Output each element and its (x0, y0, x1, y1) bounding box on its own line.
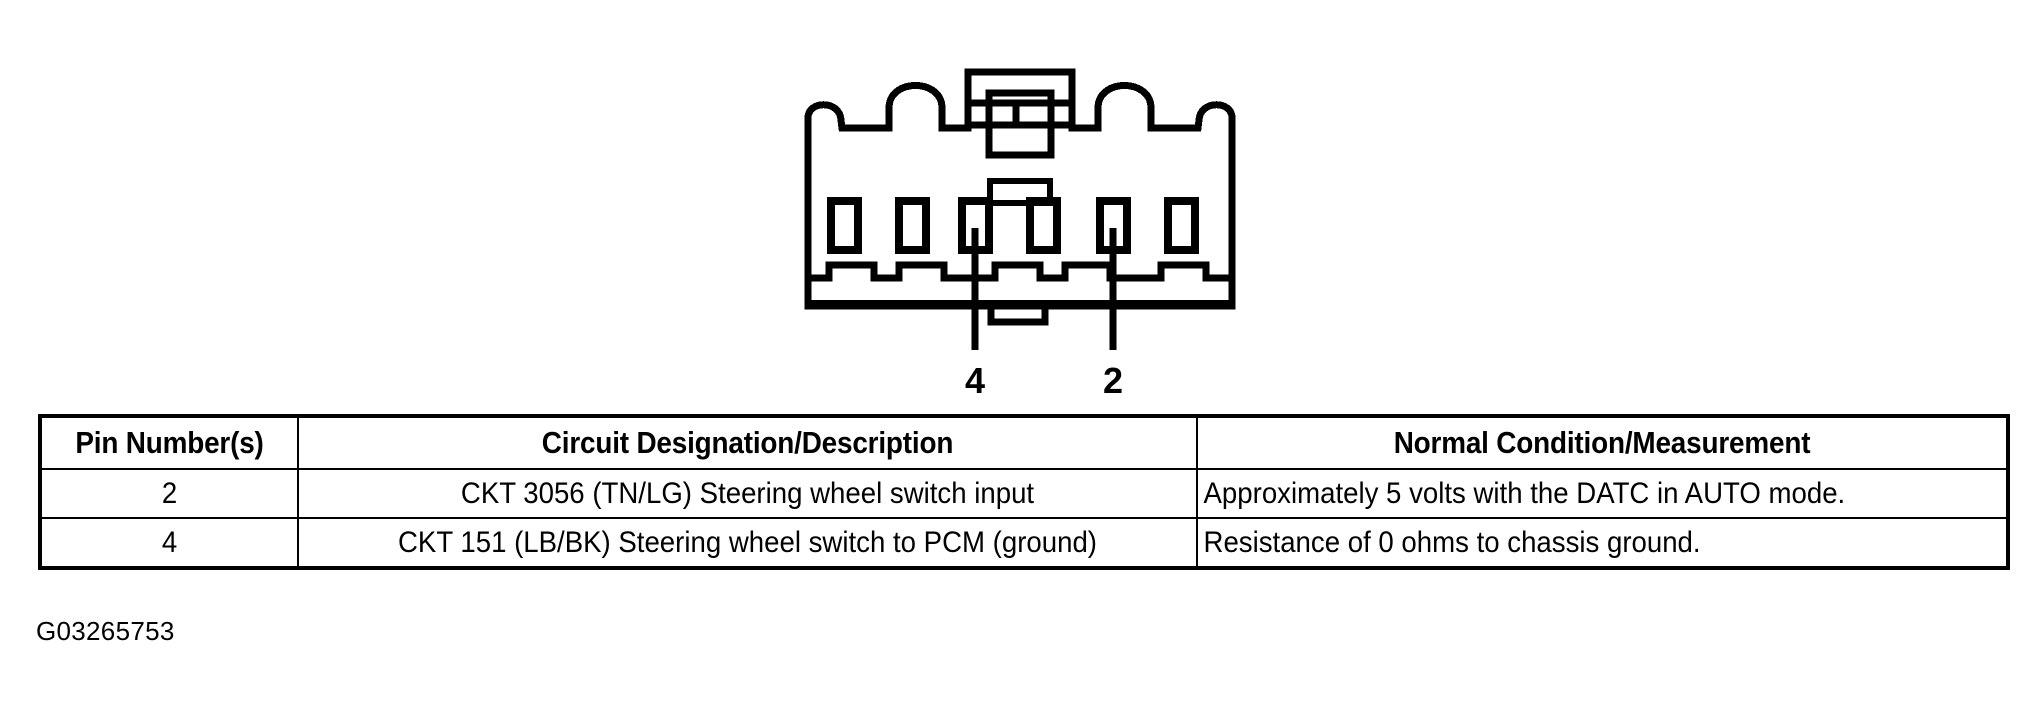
cell-normal-condition: Approximately 5 volts with the DATC in A… (1196, 468, 2010, 519)
connector-figure: 4 2 (804, 68, 1236, 401)
connector-latch (968, 89, 1072, 159)
connector-base-step (808, 261, 1232, 282)
column-header-normal-condition: Normal Condition/Measurement (1196, 414, 2010, 470)
terminal-cavity-1 (827, 197, 862, 254)
figure-id-caption: G03265753 (36, 616, 175, 646)
pin-table: Pin Number(s) Circuit Designation/Descri… (38, 414, 2010, 570)
terminal-cavity-2 (895, 197, 930, 254)
terminal-cavity-4 (1026, 197, 1061, 254)
cell-pin-number: 4 (38, 517, 299, 570)
column-header-circuit-designation: Circuit Designation/Description (297, 414, 1198, 470)
connector-latch-foot (987, 178, 1053, 206)
table-header-row: Pin Number(s) Circuit Designation/Descri… (38, 414, 2010, 470)
column-header-pin-number: Pin Number(s) (38, 414, 299, 470)
connector-bottom-rail (808, 300, 1232, 307)
cell-circuit-designation: CKT 151 (LB/BK) Steering wheel switch to… (297, 517, 1198, 570)
pin-table-container: Pin Number(s) Circuit Designation/Descri… (38, 414, 2010, 570)
terminal-cavities (827, 197, 1199, 254)
connector-bottom-tab (987, 306, 1049, 326)
connector-illustration: 4 2 (804, 68, 1236, 401)
terminal-cavity-6 (1164, 197, 1199, 254)
table-row: 2 CKT 3056 (TN/LG) Steering wheel switch… (38, 468, 2010, 519)
callout-label-pin-4: 4 (965, 360, 985, 401)
table-row: 4 CKT 151 (LB/BK) Steering wheel switch … (38, 517, 2010, 570)
cell-circuit-designation: CKT 3056 (TN/LG) Steering wheel switch i… (297, 468, 1198, 519)
cell-normal-condition: Resistance of 0 ohms to chassis ground. (1196, 517, 2010, 570)
callout-leader-lines (971, 228, 1117, 350)
cell-pin-number: 2 (38, 468, 299, 519)
callout-label-pin-2: 2 (1103, 360, 1123, 401)
